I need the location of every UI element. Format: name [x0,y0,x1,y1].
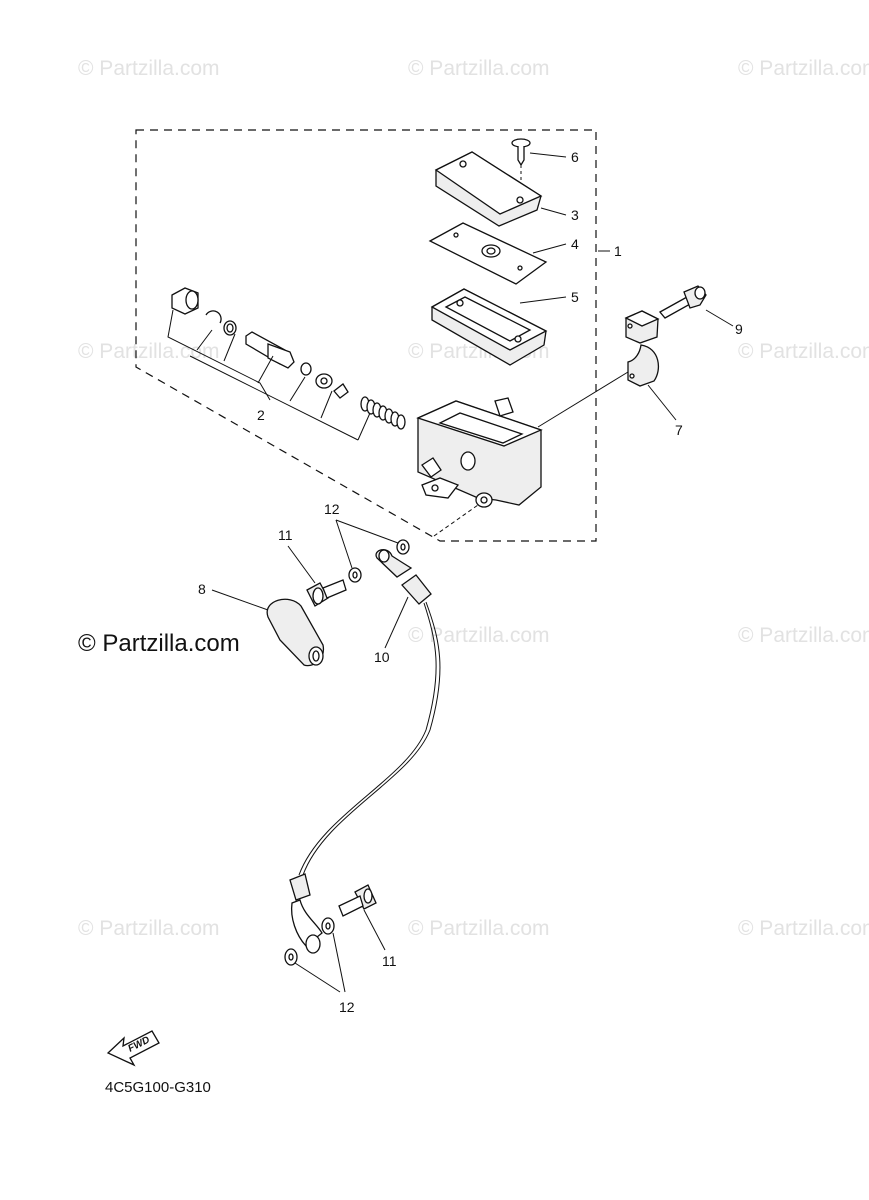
diagram-code: 4C5G100-G310 [105,1079,211,1096]
watermark: © Partzilla.com [408,917,550,940]
callout-6: 6 [571,149,579,165]
watermark: © Partzilla.com [78,57,220,80]
part-gasket-5[interactable] [430,288,548,366]
leader-lines [167,152,734,993]
fwd-arrow-icon: FWD [106,1030,160,1067]
part-union-bolt-11-lower[interactable] [338,884,377,917]
part-reservoir-cap-3[interactable] [434,151,543,227]
part-holder-7[interactable] [624,310,660,387]
callout-10: 10 [374,649,390,665]
part-master-cylinder-body[interactable] [416,397,543,508]
callout-12-upper: 12 [324,501,340,517]
callout-5: 5 [571,289,579,305]
callout-7: 7 [675,422,683,438]
watermark-prominent: © Partzilla.com [78,630,240,657]
part-washers-12-lower[interactable] [284,917,335,966]
assembly-boundary [135,129,597,542]
part-union-bolt-11-upper[interactable] [306,579,347,607]
callout-4: 4 [571,236,579,252]
callouts: 6 3 4 5 1 9 7 2 11 12 8 10 11 12 [198,149,743,1015]
watermark: © Partzilla.com [408,624,550,647]
part-washers-12-upper[interactable] [348,539,410,583]
part-bolt-9[interactable] [658,285,707,319]
part-cover-8[interactable] [266,598,325,667]
callout-2: 2 [257,407,265,423]
watermark: © Partzilla.com [738,340,869,363]
watermark: © Partzilla.com [738,57,869,80]
callout-11-upper: 11 [278,527,293,543]
callout-9: 9 [735,321,743,337]
callout-8: 8 [198,581,206,597]
watermark: © Partzilla.com [408,57,550,80]
callout-11-lower: 11 [382,953,397,969]
watermark: © Partzilla.com [738,624,869,647]
part-piston-kit-2[interactable] [171,287,406,430]
watermark: © Partzilla.com [78,917,220,940]
watermarks: © Partzilla.com © Partzilla.com © Partzi… [78,57,869,940]
callout-3: 3 [571,207,579,223]
part-spring [360,396,406,430]
callout-12-lower: 12 [339,999,355,1015]
callout-1: 1 [614,243,622,259]
part-brake-hose-10[interactable] [289,549,441,954]
watermark: © Partzilla.com [78,340,220,363]
watermark: © Partzilla.com [738,917,869,940]
part-diaphragm-plate-4[interactable] [428,222,548,285]
part-screw-6[interactable] [511,138,531,200]
